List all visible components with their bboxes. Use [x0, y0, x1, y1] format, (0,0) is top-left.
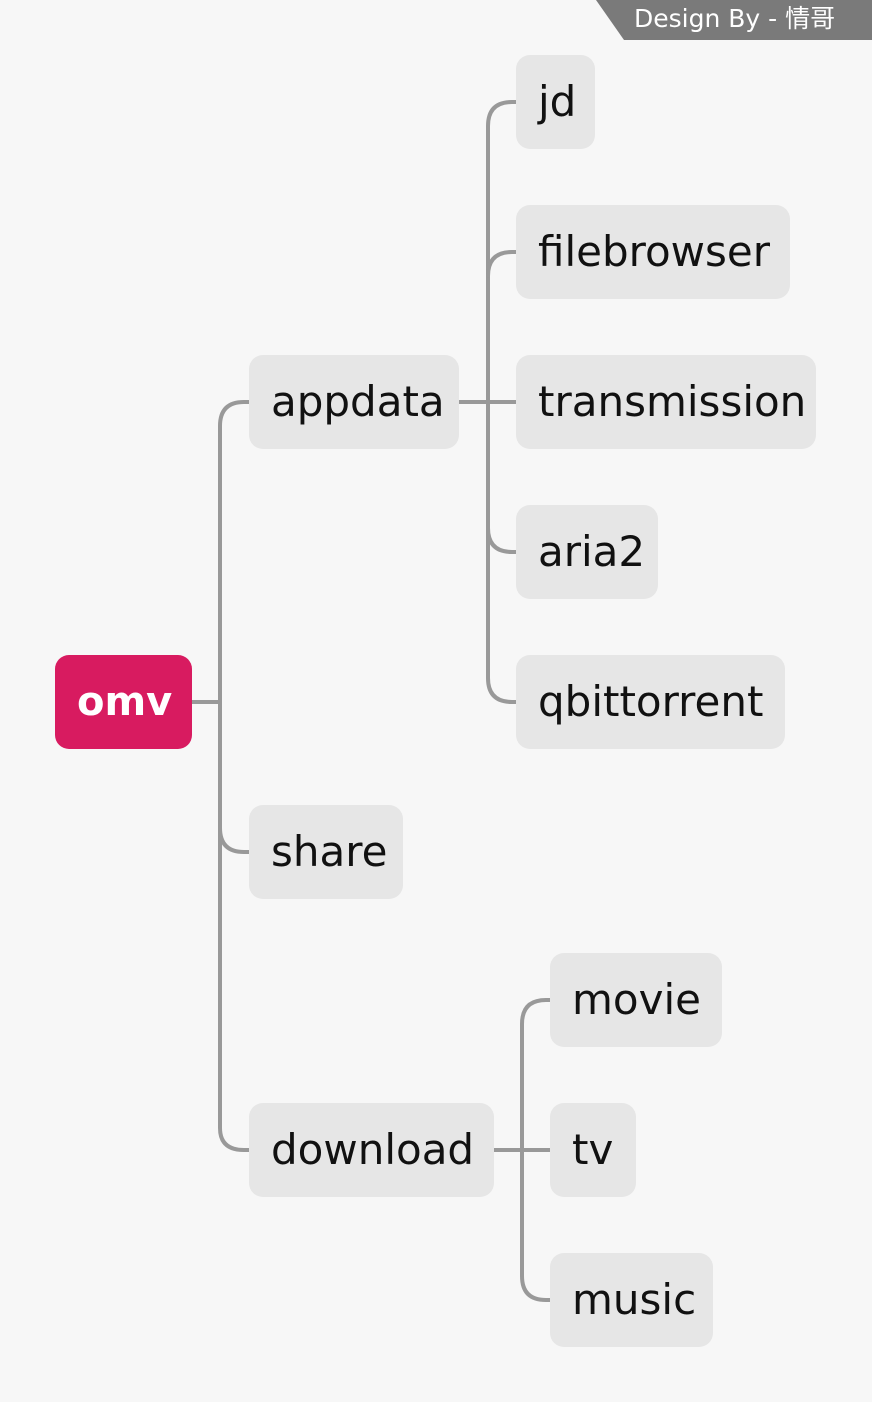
leaf-node-qbittorrent[interactable]: qbittorrent: [516, 655, 785, 749]
connector-appdata-to-qbittorrent: [486, 526, 519, 704]
connector-download-to-music: [520, 1148, 553, 1302]
connector-appdata-to-filebrowser: [486, 250, 519, 278]
leaf-node-aria2[interactable]: aria2: [516, 505, 658, 599]
branch-node-download[interactable]: download: [249, 1103, 494, 1197]
leaf-node-jd[interactable]: jd: [516, 55, 595, 149]
root-node-omv[interactable]: omv: [55, 655, 192, 749]
connector-root-to-appdata: [218, 400, 252, 704]
watermark-badge: Design By - 情哥: [596, 0, 872, 40]
branch-node-appdata[interactable]: appdata: [249, 355, 459, 449]
connector-appdata-to-jd: [486, 100, 519, 404]
leaf-node-music[interactable]: music: [550, 1253, 713, 1347]
leaf-node-filebrowser[interactable]: filebrowser: [516, 205, 790, 299]
connector-download-to-movie: [520, 998, 553, 1152]
connector-root-to-share: [218, 700, 252, 854]
leaf-node-movie[interactable]: movie: [550, 953, 722, 1047]
leaf-node-tv[interactable]: tv: [550, 1103, 636, 1197]
connector-root-to-download: [218, 826, 252, 1152]
connector-appdata-to-aria2: [486, 400, 519, 554]
branch-node-share[interactable]: share: [249, 805, 403, 899]
watermark-background: [596, 0, 872, 40]
leaf-node-transmission[interactable]: transmission: [516, 355, 816, 449]
watermark-text: Design By - 情哥: [634, 4, 836, 33]
